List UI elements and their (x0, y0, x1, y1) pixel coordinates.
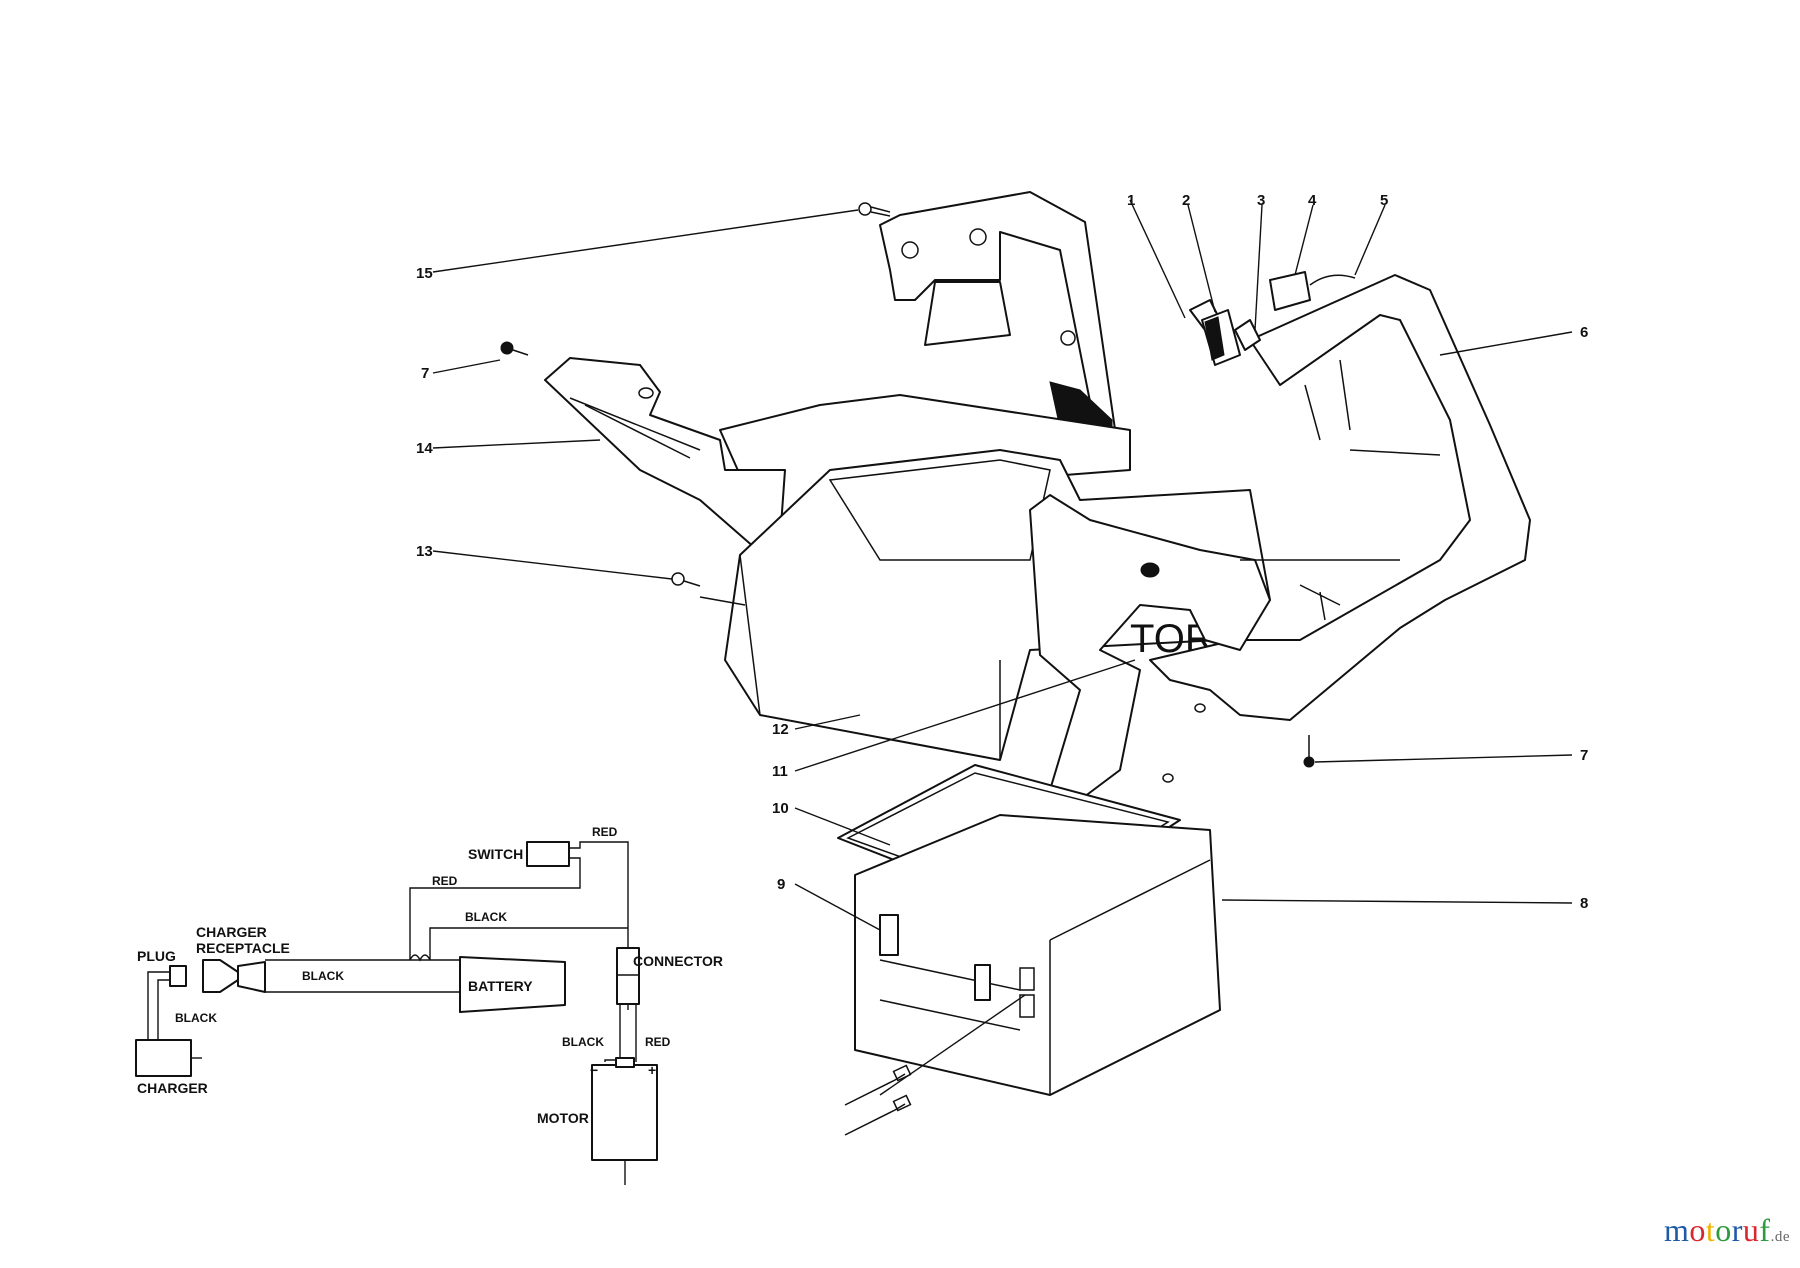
label-black-plug: BLACK (175, 1011, 217, 1025)
callout-6: 6 (1580, 324, 1588, 341)
label-plus: + (648, 1062, 656, 1078)
part-3-spring (1234, 319, 1261, 351)
part-6-rear-frame (1029, 274, 1531, 801)
watermark-letter: o (1689, 1212, 1706, 1248)
label-black-mid: BLACK (465, 910, 507, 924)
charger-symbol (135, 1039, 192, 1077)
part-7-screw-lower (1303, 735, 1315, 768)
callout-5: 5 (1380, 192, 1388, 209)
label-motor: MOTOR (537, 1110, 589, 1126)
switch-assembly (1189, 271, 1356, 366)
part-15-screw (858, 202, 891, 217)
callout-7-lower: 7 (1580, 747, 1588, 764)
label-black-motor: BLACK (562, 1035, 604, 1049)
callout-numbers: 1 2 3 4 5 6 7 8 15 7 14 13 12 11 10 9 (416, 192, 1588, 912)
callout-10: 10 (772, 800, 789, 817)
callout-7-upper: 7 (421, 365, 429, 382)
callout-4: 4 (1308, 192, 1317, 209)
battery-leads (844, 1064, 912, 1136)
part-13-screw (671, 572, 701, 587)
watermark-letter: m (1663, 1212, 1690, 1248)
watermark-logo: motoruf.de (1664, 1212, 1790, 1249)
plug-symbol (169, 965, 187, 987)
part-7-screw-upper (500, 341, 529, 356)
callout-8: 8 (1580, 895, 1588, 912)
watermark-tld: .de (1770, 1229, 1790, 1245)
label-red-motor: RED (645, 1035, 671, 1049)
connector-symbol (616, 947, 640, 1005)
label-connector: CONNECTOR (633, 953, 723, 969)
label-charger-receptacle-2: RECEPTACLE (196, 940, 290, 956)
part-4-microswitch (1269, 271, 1311, 311)
callout-9: 9 (777, 876, 785, 893)
part-12-body-shell (724, 449, 1271, 761)
wiring-labels: SWITCH RED RED BLACK CHARGER RECEPTACLE … (137, 825, 723, 1126)
watermark-letter: f (1759, 1212, 1771, 1248)
callout-1: 1 (1127, 192, 1135, 209)
battery-symbol (459, 956, 566, 1013)
watermark-letter: o (1715, 1212, 1732, 1248)
part-5-wires (1309, 274, 1356, 286)
callout-2: 2 (1182, 192, 1190, 209)
watermark-letter: u (1742, 1212, 1760, 1248)
label-red-top: RED (592, 825, 618, 839)
charger-receptacle-symbol (202, 959, 239, 993)
callout-12: 12 (772, 721, 789, 738)
part-9-terminal (879, 914, 991, 1001)
label-battery: BATTERY (468, 978, 533, 994)
part-8-battery-box (854, 814, 1221, 1096)
callout-leaders (432, 199, 1573, 1096)
label-plug: PLUG (137, 948, 176, 964)
label-switch: SWITCH (468, 846, 523, 862)
callout-11: 11 (772, 763, 788, 780)
label-red-mid: RED (432, 874, 458, 888)
callout-13: 13 (416, 543, 433, 560)
callout-14: 14 (416, 440, 433, 457)
callout-15: 15 (416, 265, 433, 282)
watermark-letter: t (1705, 1212, 1716, 1248)
label-black-left: BLACK (302, 969, 344, 983)
label-charger-receptacle-1: CHARGER (196, 924, 267, 940)
switch-symbol (526, 841, 570, 867)
label-minus: − (590, 1062, 598, 1078)
watermark-letter: r (1731, 1212, 1743, 1248)
wiring-schematic (135, 841, 658, 1185)
motor-symbol (591, 1064, 658, 1161)
label-charger: CHARGER (137, 1080, 208, 1096)
part-14-handle-arm (544, 357, 786, 549)
callout-3: 3 (1257, 192, 1265, 209)
